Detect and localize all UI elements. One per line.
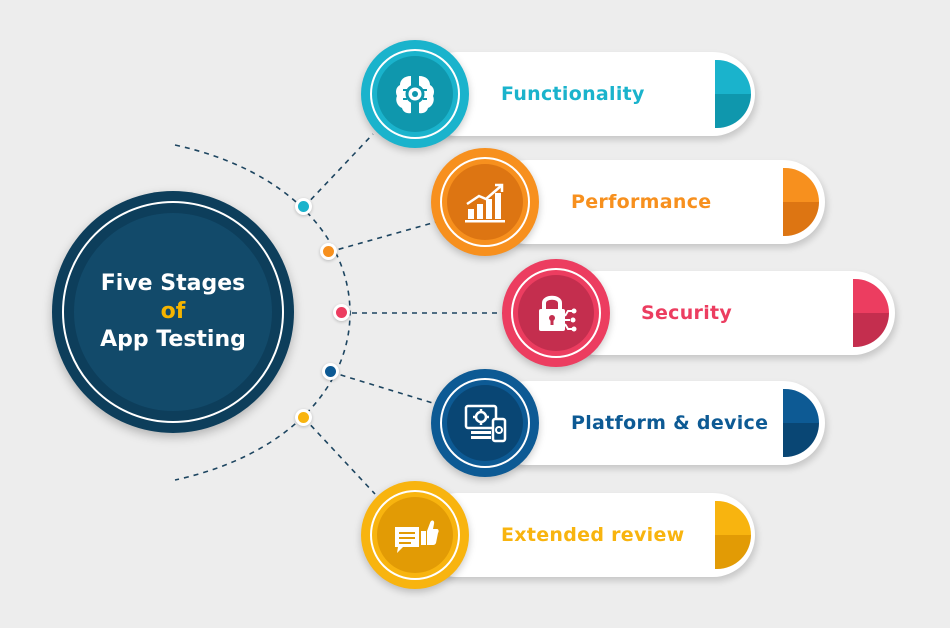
stage-card-security: Security <box>555 271 895 355</box>
stage-tab-platform <box>783 389 819 457</box>
dot-platform <box>322 363 339 380</box>
stage-card-functionality: Functionality <box>415 52 755 136</box>
stage-badge-security <box>502 259 610 367</box>
growth-chart-icon <box>465 183 505 223</box>
stage-tab-performance <box>783 168 819 236</box>
brain-gear-icon <box>396 76 434 114</box>
hub-title-line1: Five Stages <box>100 271 246 296</box>
stage-label-performance: Performance <box>571 191 712 213</box>
connector-performance <box>328 221 437 253</box>
stage-card-platform: Platform & device <box>485 381 825 465</box>
padlock-network-icon <box>539 295 577 332</box>
connector-functionality <box>303 133 374 208</box>
stage-tab-functionality <box>715 60 751 128</box>
hub-circle: Five Stages of App Testing <box>52 191 294 433</box>
stage-badge-functionality <box>361 40 469 148</box>
dot-functionality <box>295 198 312 215</box>
dot-performance <box>320 243 337 260</box>
stage-card-extended: Extended review <box>415 493 755 577</box>
stage-label-security: Security <box>641 302 733 324</box>
stage-tab-security <box>853 279 889 347</box>
stage-label-platform: Platform & device <box>571 412 769 434</box>
stage-label-functionality: Functionality <box>501 83 645 105</box>
connector-platform <box>330 371 437 405</box>
stage-tab-extended <box>715 501 751 569</box>
stage-card-performance: Performance <box>485 160 825 244</box>
hub-title-line2: of <box>160 299 186 324</box>
hub-title-line3: App Testing <box>100 327 246 352</box>
hub-ring <box>62 201 284 423</box>
stage-label-extended: Extended review <box>501 524 685 546</box>
stage-badge-extended <box>361 481 469 589</box>
hub-title: Five Stages of App Testing <box>74 213 272 411</box>
monitor-gear-icon <box>464 404 507 443</box>
stage-badge-performance <box>431 148 539 256</box>
outer-arc <box>174 144 351 481</box>
connector-extended <box>303 417 376 495</box>
stage-badge-platform <box>431 369 539 477</box>
dot-security <box>333 304 350 321</box>
feedback-thumbs-up-icon <box>395 520 439 553</box>
dot-extended <box>295 409 312 426</box>
